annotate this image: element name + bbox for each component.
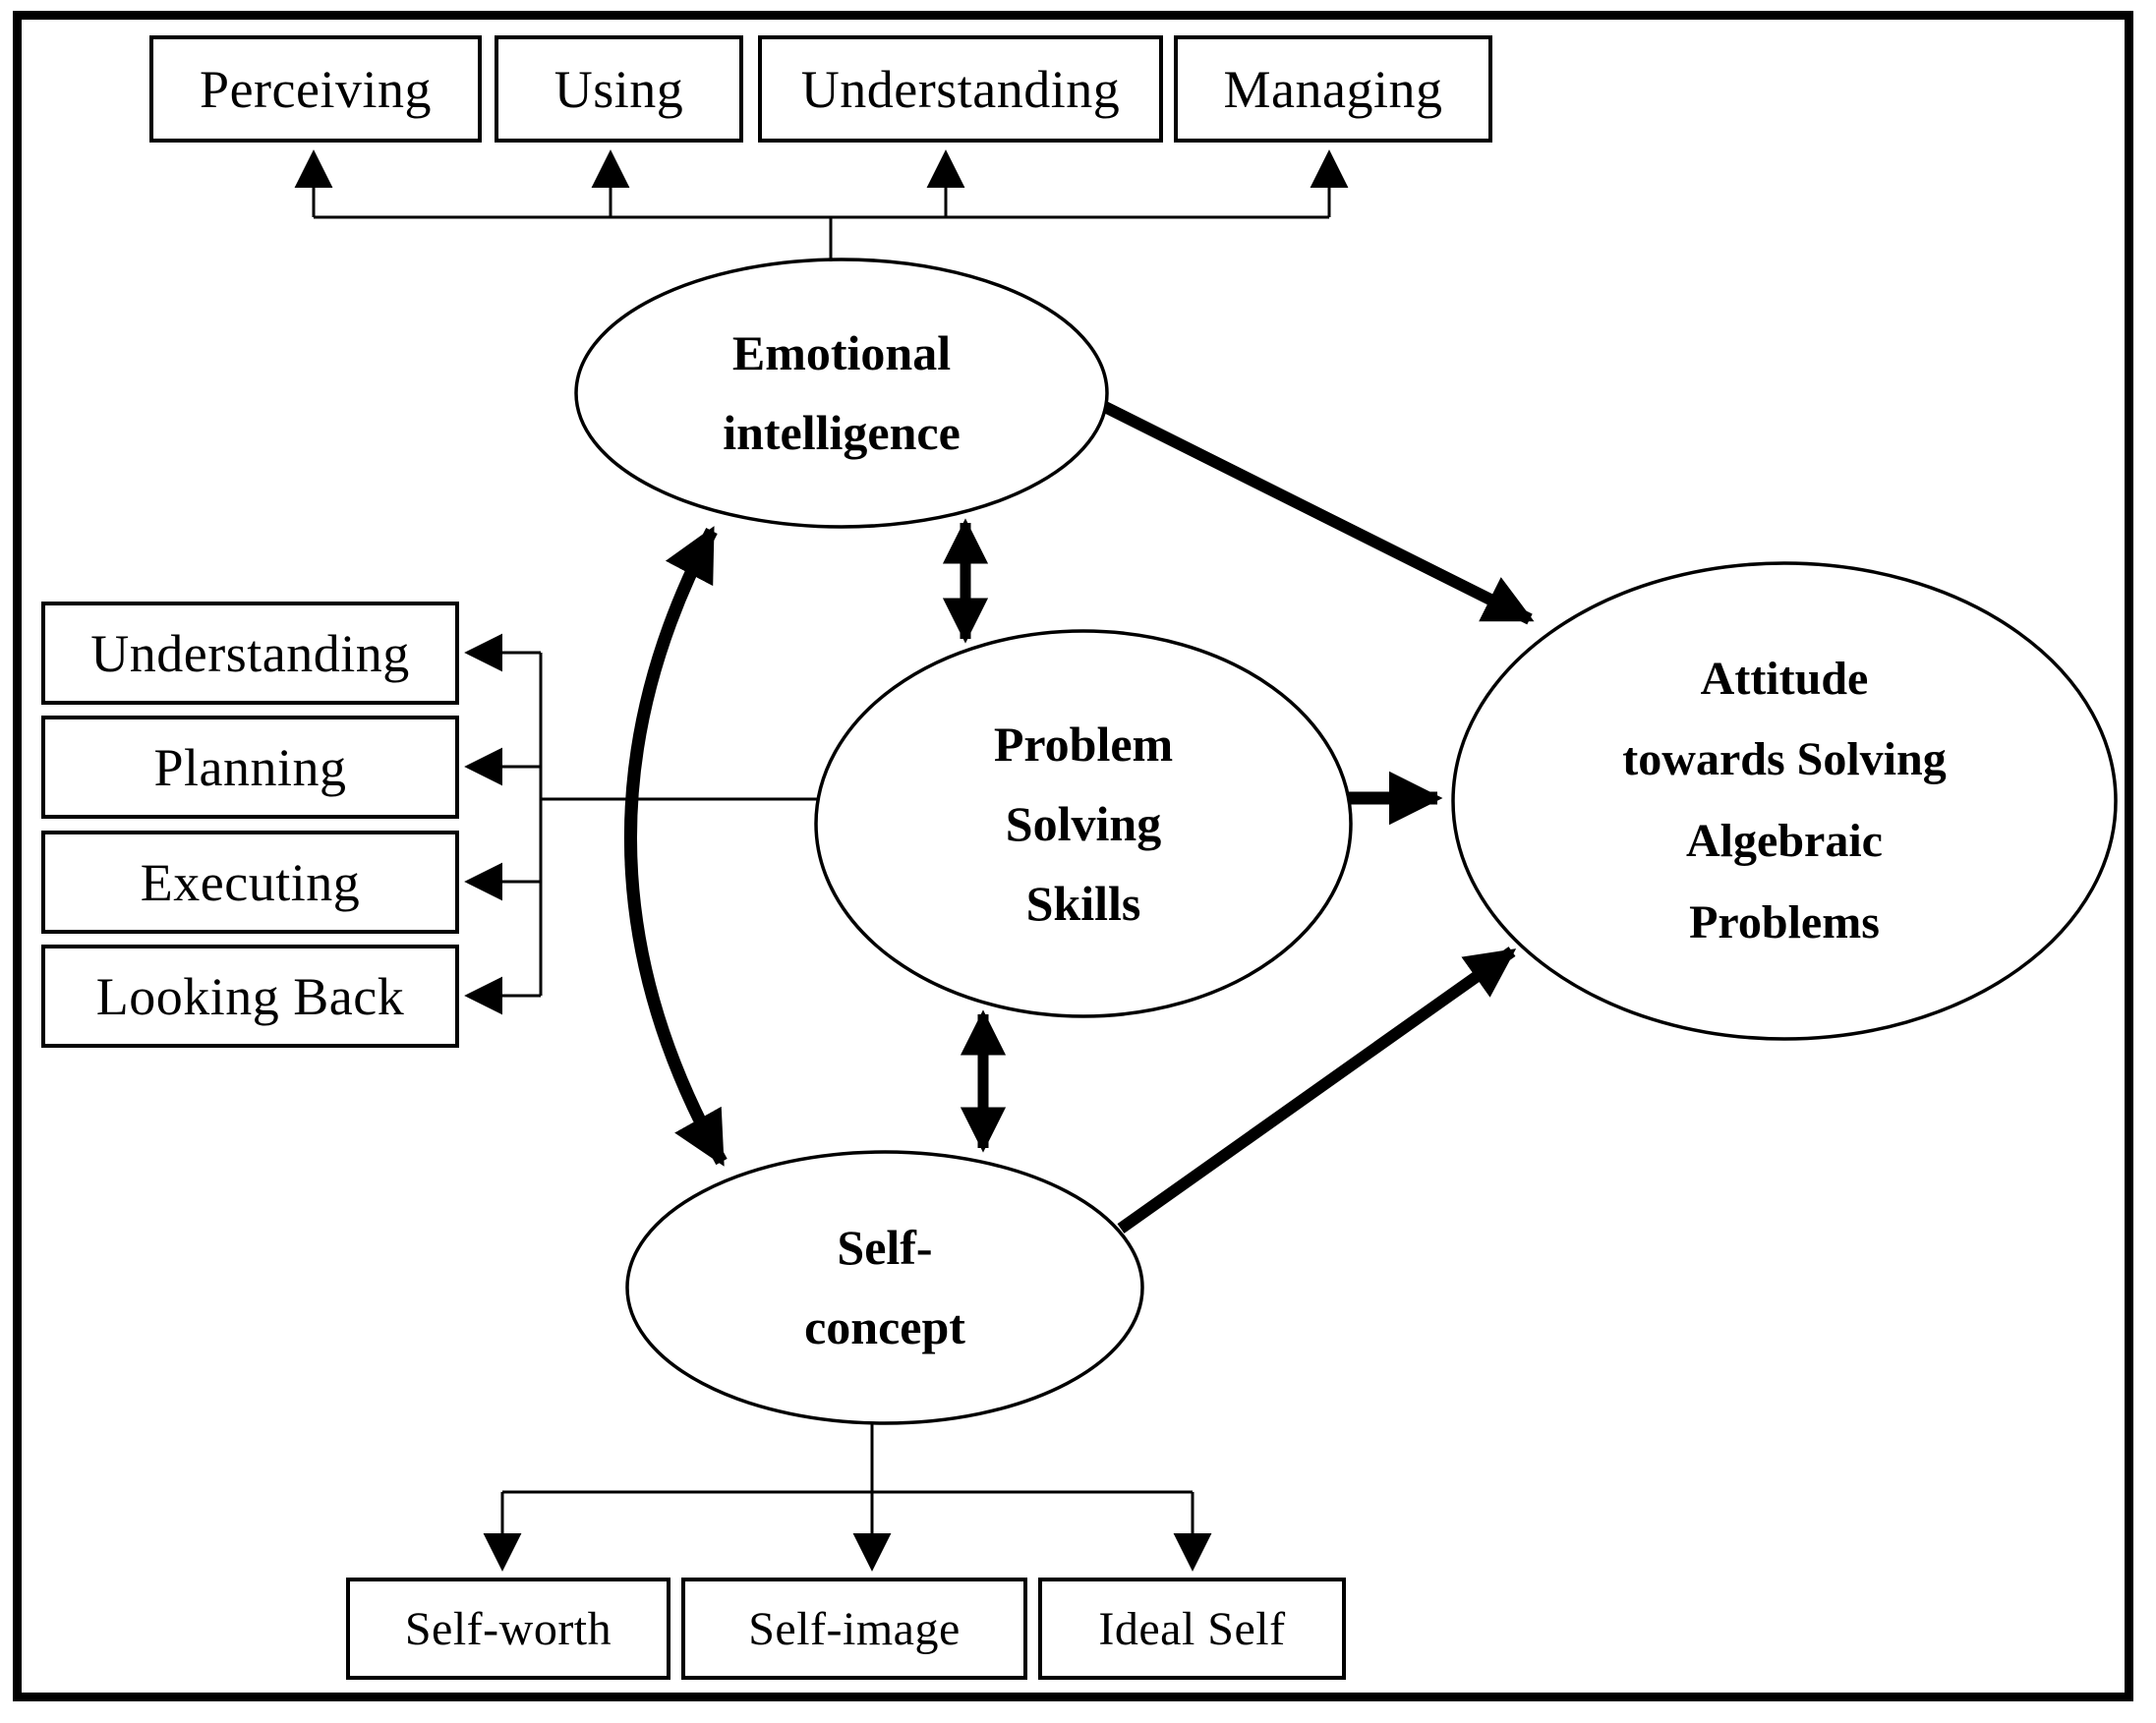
ellipse-self-concept [625,1150,1144,1425]
box-managing-label: Managing [1223,59,1443,119]
ellipse-attitude [1451,561,2118,1041]
box-understanding-top-label: Understanding [800,59,1121,119]
box-self-worth: Self-worth [346,1578,670,1680]
box-using: Using [495,35,743,143]
box-planning-label: Planning [153,737,347,797]
outer-frame [13,11,2133,1701]
box-self-image: Self-image [681,1578,1027,1680]
ellipse-emotional-intelligence [574,258,1109,529]
box-ideal-self-label: Ideal Self [1098,1602,1286,1655]
box-ideal-self: Ideal Self [1038,1578,1346,1680]
box-perceiving: Perceiving [149,35,482,143]
double-arrow-ei-sc-curved [623,526,728,1167]
box-self-image-label: Self-image [748,1602,961,1655]
box-self-worth-label: Self-worth [404,1602,612,1655]
box-understanding-left-label: Understanding [90,623,410,683]
box-understanding-left: Understanding [41,602,459,705]
box-planning: Planning [41,716,459,819]
box-looking-back: Looking Back [41,945,459,1048]
box-executing-label: Executing [140,852,361,912]
arrow-ei-to-attitude [1102,401,1535,625]
box-executing: Executing [41,831,459,934]
box-managing: Managing [1174,35,1492,143]
box-perceiving-label: Perceiving [200,59,432,119]
box-understanding-top: Understanding [758,35,1163,143]
box-using-label: Using [554,59,684,119]
arrow-sc-to-attitude [1117,947,1517,1234]
box-looking-back-label: Looking Back [95,966,405,1026]
ellipse-problem-solving-skills [814,629,1353,1018]
